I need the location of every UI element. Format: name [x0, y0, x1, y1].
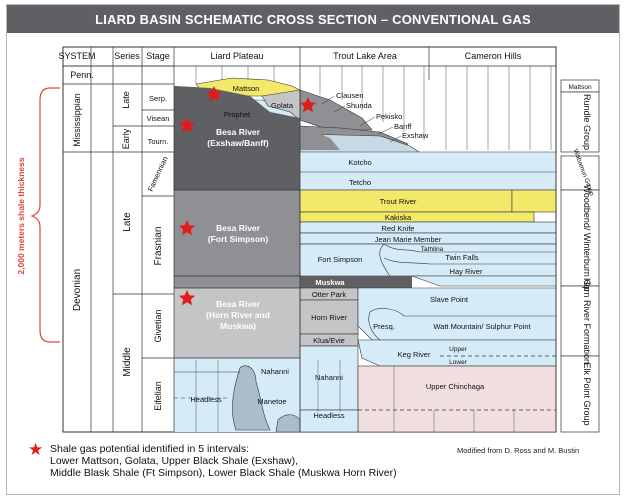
- label-red-knife: Red Knife: [382, 224, 415, 233]
- label-headless-middle: Headless: [313, 411, 345, 420]
- label-exshaw: Exshaw: [402, 131, 429, 140]
- thin-gridlines: [195, 66, 552, 432]
- label-watt-mountain: Watt Mountain/ Sulphur Point: [433, 322, 531, 331]
- label-horn-river: Horn River: [311, 313, 347, 322]
- thickness-bracket: [30, 87, 60, 343]
- star-icon: [179, 117, 195, 133]
- manetoe-unit: [232, 365, 271, 431]
- group-elk-point: Elk Point Group: [582, 362, 592, 425]
- legend-line-3: Middle Blask Shale (Ft Simpson), Lower B…: [50, 467, 397, 479]
- label-hay-river: Hay River: [450, 267, 483, 276]
- upper-chinchaga-unit: [357, 365, 557, 433]
- label-besa2-a: Besa River: [216, 223, 261, 233]
- label-muskwa: Muskwa: [315, 278, 345, 287]
- besa-river-famennian-dark: [174, 86, 300, 190]
- label-prophet: Prophet: [224, 110, 251, 119]
- stage-frasnian: Frasnian: [153, 227, 164, 266]
- muskwa-unit: [300, 276, 412, 288]
- star-icon: [179, 220, 195, 236]
- star-icon: [300, 97, 316, 113]
- right-group-boxes: [560, 79, 600, 433]
- label-twin-falls: Twin Falls: [445, 253, 479, 262]
- label-banff: Banff: [394, 122, 412, 131]
- label-trout-river: Trout River: [380, 197, 417, 206]
- credit-text: Modified from D. Ross and M. Bustin: [457, 446, 580, 455]
- header-stage: Stage: [146, 51, 170, 61]
- label-kakiska: Kakiska: [385, 213, 412, 222]
- star-icon: [206, 86, 222, 102]
- stage-givetian: Givetian: [153, 309, 163, 342]
- series-middle-dev: Middle: [122, 347, 133, 377]
- label-besa3-c: Muskwa): [220, 321, 256, 331]
- stage-tourn: Tourn.: [148, 137, 169, 146]
- star-icon: [179, 290, 195, 306]
- label-nahanni-left: Nahanni: [261, 367, 289, 376]
- label-klua-evie: Klua/Evie: [313, 336, 345, 345]
- label-kotcho: Kotcho: [348, 158, 371, 167]
- besa-river-horn-river-unit: [174, 288, 300, 358]
- label-besa1-a: Besa River: [216, 127, 261, 137]
- label-besa1-b: (Exshaw/Banff): [207, 138, 269, 148]
- label-slave-point: Slave Point: [430, 295, 469, 304]
- label-shunda: Shunda: [346, 101, 373, 110]
- fort-simpson-unit: [299, 243, 557, 277]
- label-fort-simpson: Fort Simpson: [318, 255, 363, 264]
- label-besa3-b: (Horn River and: [206, 310, 270, 320]
- label-presq: Presq.: [373, 322, 395, 331]
- horn-river-unit: [299, 299, 359, 335]
- header-system: SYSTEM: [58, 51, 95, 61]
- label-besa2-b: (Fort Simpson): [208, 234, 269, 244]
- page-title: LIARD BASIN SCHEMATIC CROSS SECTION – CO…: [95, 11, 531, 27]
- series-early-miss: Early: [121, 128, 131, 149]
- besa-river-fort-simpson-unit: [174, 190, 300, 276]
- label-tetcho: Tetcho: [349, 178, 371, 187]
- legend: Shale gas potential identified in 5 inte…: [50, 443, 570, 479]
- label-pekisko: Pekisko: [376, 112, 402, 121]
- series-late-miss: Late: [121, 91, 131, 109]
- label-golata: Golata: [271, 101, 294, 110]
- label-jean-marie: Jean Marie Member: [375, 235, 442, 244]
- label-tathlina: Tathlina: [421, 246, 444, 253]
- label-clausen: Clausen: [336, 91, 364, 100]
- label-upper-chinchaga: Upper Chinchaga: [426, 382, 485, 391]
- legend-star-icon: ★: [28, 440, 44, 459]
- label-lower: Lower: [449, 359, 468, 366]
- stage-serp: Serp.: [149, 94, 167, 103]
- label-nahanni-middle: Nahanni: [315, 373, 343, 382]
- label-headless-left: Headless: [190, 395, 222, 404]
- legend-line-2: Lower Mattson, Golata, Upper Black Shale…: [50, 455, 299, 467]
- shale-gas-stars: [179, 86, 316, 306]
- kakiska-unit: [299, 211, 535, 223]
- label-upper: Upper: [449, 346, 468, 353]
- label-keg-river: Keg River: [398, 350, 431, 359]
- label-otter-park: Otter Park: [312, 290, 346, 299]
- series-late-dev: Late: [122, 212, 133, 232]
- stage-famennian: Famennian: [146, 155, 170, 193]
- label-mattson: Mattson: [233, 84, 260, 93]
- header-cameron-hills: Cameron Hills: [465, 51, 522, 61]
- group-mattson: Mattson: [568, 84, 592, 91]
- thickness-label: 2,000 meters shale thickness: [16, 157, 26, 274]
- group-horn-river-formation: Horn River Formation: [582, 278, 592, 364]
- header-liard-plateau: Liard Plateau: [210, 51, 263, 61]
- label-manetoe: Manetoe: [257, 397, 286, 406]
- title-bar: LIARD BASIN SCHEMATIC CROSS SECTION – CO…: [7, 5, 619, 33]
- stage-visean: Visean: [147, 114, 170, 123]
- group-woodbend: Woodbend/ Winterburn Gp: [582, 185, 592, 292]
- group-rundle: Rundle Group: [582, 94, 592, 150]
- red-knife-unit: [299, 221, 557, 234]
- column-gridlines: [90, 47, 557, 432]
- label-besa3-a: Besa River: [216, 299, 261, 309]
- system-penn: Penn.: [70, 70, 94, 80]
- legend-line-1: Shale gas potential identified in 5 inte…: [50, 443, 250, 455]
- system-mississippian: Mississippian: [72, 93, 82, 147]
- stage-eifelian: Eifelian: [153, 381, 163, 411]
- header-trout-lake: Trout Lake Area: [333, 51, 397, 61]
- header-series: Series: [114, 51, 140, 61]
- system-devonian: Devonian: [72, 269, 83, 311]
